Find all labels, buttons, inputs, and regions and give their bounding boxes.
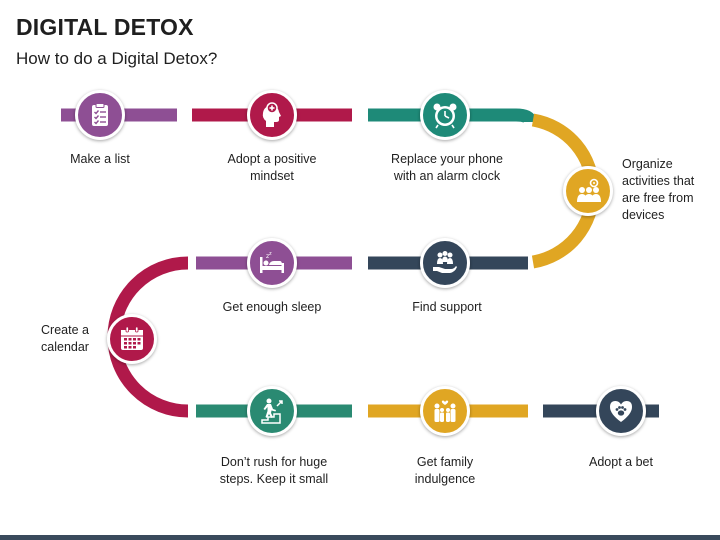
svg-text:z: z [269,251,272,257]
label-adopt-pet: Adopt a bet [589,455,653,469]
family-icon [434,400,456,422]
node-enough-sleep: z z [247,238,297,288]
label-organize-activities: Organize activities that are free from d… [622,157,695,222]
hand-people-icon [433,251,457,273]
label-small-steps: Don’t rush for huge steps. Keep it small [219,455,329,486]
heart-paw-icon [610,401,632,422]
node-find-support [420,238,470,288]
node-family-indulgence [420,386,470,436]
label-positive-mindset: Adopt a positive mindset [227,152,317,183]
label-find-support: Find support [412,300,482,314]
alarm-clock-icon [433,103,457,129]
segment-alarm-clock [368,108,537,124]
label-make-list: Make a list [70,152,130,166]
node-alarm-clock [420,90,470,140]
node-organize-activities [563,166,613,216]
node-adopt-pet [596,386,646,436]
svg-text:z: z [266,253,269,260]
stairs-person-icon [261,398,283,424]
checklist-icon [92,103,108,126]
group-gear-icon [577,178,601,202]
node-make-list [75,90,125,140]
label-enough-sleep: Get enough sleep [222,300,322,314]
node-positive-mindset [247,90,297,140]
head-plus-icon [262,102,281,127]
page-title: DIGITAL DETOX [16,14,194,40]
node-small-steps [247,386,297,436]
node-create-calendar [107,314,157,364]
label-alarm-clock: Replace your phone with an alarm clock [391,152,503,183]
bed-icon: z z [260,251,284,273]
label-family-indulgence: Get family indulgence [414,455,476,486]
calendar-icon [121,326,143,350]
page-subtitle: How to do a Digital Detox? [16,49,218,68]
footer-bar [0,535,720,540]
label-create-calendar: Create a calendar [41,323,89,354]
